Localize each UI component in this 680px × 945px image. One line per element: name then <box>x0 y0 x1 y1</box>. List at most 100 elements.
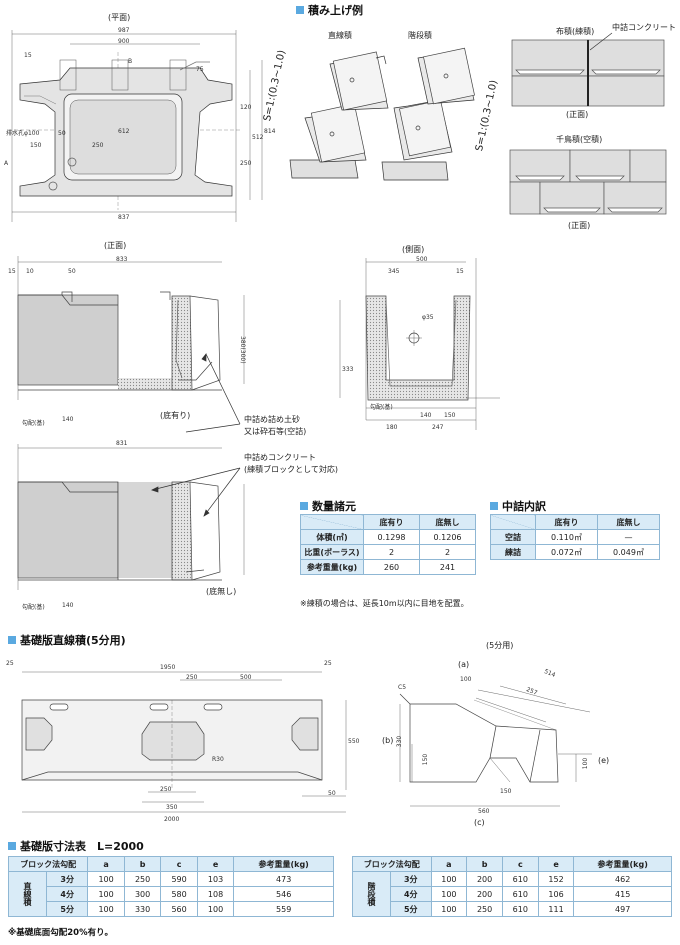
sec-dim-330: 330 <box>396 735 404 748</box>
plan-view <box>8 30 263 222</box>
sr-r2c4: 111 <box>537 901 575 917</box>
sl-h2: b <box>123 856 162 872</box>
base-dim-r30: R30 <box>212 756 224 763</box>
sr-r0c3: 610 <box>501 871 539 887</box>
stacking-section-title: 積み上げ例 <box>296 2 363 18</box>
qty-row-0-b: 0.1206 <box>419 529 476 545</box>
chidori-label: 千鳥積(空積) <box>556 135 603 144</box>
size-table-title: 基礎版寸法表 L=2000 <box>8 838 144 854</box>
plan-dim-987: 987 <box>118 27 130 34</box>
base-dim-500: 500 <box>240 674 252 681</box>
sl-r0c1: 100 <box>87 871 125 887</box>
sl-r0c3: 590 <box>160 871 198 887</box>
front-label-1: (正面) <box>566 110 589 119</box>
sec-letter-b: (b) <box>382 736 394 745</box>
plan-dim-15: 15 <box>24 52 32 59</box>
sr-r2c1: 100 <box>430 901 468 917</box>
sr-group: 階段積 <box>352 871 391 917</box>
base-dim-250: 250 <box>186 674 198 681</box>
sl-r1c5: 546 <box>233 886 334 902</box>
section-marker-icon <box>8 842 16 850</box>
fill-table: 底有り 底無し 空詰 0.110㎥ — 練詰 0.072㎥ 0.049㎥ <box>490 514 660 560</box>
nuno-label: 布積(練積) <box>556 27 595 36</box>
sec-letter-e: (e) <box>598 756 610 765</box>
fill-title-text: 中詰内訳 <box>502 500 546 513</box>
side-dim-150: 150 <box>444 412 456 419</box>
qty-row-2-label: 参考重量(kg) <box>300 559 364 575</box>
plan-drain-hole: 排水孔φ100 <box>6 130 40 137</box>
stacking-nuno <box>511 32 665 107</box>
fill-header-2: 底無し <box>597 514 660 530</box>
bottom-no-label: (底無し) <box>206 587 237 596</box>
qty-row-2-a: 260 <box>363 559 420 575</box>
sr-r0c1: 100 <box>430 871 468 887</box>
sr-r2c5: 497 <box>573 901 672 917</box>
sec-letter-a: (a) <box>458 660 470 669</box>
sl-r0c4: 103 <box>196 871 235 887</box>
qty-title-text: 数量諸元 <box>312 500 356 513</box>
sec-letter-c: (c) <box>474 818 485 827</box>
side-dim-500: 500 <box>416 256 428 263</box>
front-dim-15: 15 <box>8 268 16 275</box>
fill-table-title: 中詰内訳 <box>490 498 546 514</box>
side-dim-345: 345 <box>388 268 400 275</box>
qty-row-0-label: 体積(㎥) <box>300 529 364 545</box>
sr-r1c2: 200 <box>466 886 503 902</box>
section-marker-icon <box>300 502 308 510</box>
sr-h4: e <box>537 856 575 872</box>
section-marker-icon <box>490 502 498 510</box>
sr-r1c0: 4分 <box>390 886 432 902</box>
front-view-title: (正面) <box>104 241 127 250</box>
side-dim-247: 247 <box>432 424 444 431</box>
sr-r1c5: 415 <box>573 886 672 902</box>
qty-row-0-a: 0.1298 <box>363 529 420 545</box>
sr-h2: b <box>466 856 503 872</box>
stacking-title-text: 積み上げ例 <box>308 4 363 17</box>
sec-dim-100: 100 <box>460 676 472 683</box>
stacking-straight <box>289 51 389 179</box>
sl-r2c4: 100 <box>196 901 235 917</box>
front-label-2: (正面) <box>568 221 591 230</box>
base-dim-25: 25 <box>6 660 14 667</box>
sec-dim-150-bottom: 150 <box>500 788 512 795</box>
plan-dim-612: 612 <box>118 128 130 135</box>
front-view-with-bottom <box>17 256 245 400</box>
sl-r2c2: 330 <box>123 901 162 917</box>
sr-r0c0: 3分 <box>390 871 432 887</box>
sl-r0c2: 250 <box>123 871 162 887</box>
sr-r2c2: 250 <box>466 901 503 917</box>
front-view-no-bottom <box>17 444 245 590</box>
fill-row-1-label: 練詰 <box>490 544 536 560</box>
sec-dim-100-right: 100 <box>582 757 590 770</box>
plan-dim-50: 50 <box>58 130 66 137</box>
stepped-label: 階段積 <box>408 31 432 40</box>
front-dim-833: 833 <box>116 256 128 263</box>
plan-dim-900: 900 <box>118 38 130 45</box>
plan-dim-814: 814 <box>264 128 276 135</box>
sl-r0c0: 3分 <box>45 871 89 887</box>
plan-mark-a: A <box>4 160 9 167</box>
sr-h1: a <box>430 856 468 872</box>
qty-row-2-b: 241 <box>419 559 476 575</box>
sr-r1c4: 106 <box>537 886 575 902</box>
plan-title: (平面) <box>108 13 131 22</box>
front-dim-140b: 140 <box>62 602 74 609</box>
side-dim-hole: φ35 <box>422 314 434 321</box>
sr-r0c4: 152 <box>537 871 575 887</box>
sr-r1c3: 610 <box>501 886 539 902</box>
callout-arrows <box>151 353 241 517</box>
qty-header-1: 底有り <box>363 514 420 530</box>
front-dim-10: 10 <box>26 268 34 275</box>
size-table-stepped: ブロック法勾配 a b c e 参考重量(kg) 階段積 3分 100 200 … <box>352 856 672 917</box>
qty-row-1-label: 比重(ポーラス) <box>300 544 364 560</box>
qty-header-0 <box>300 514 364 530</box>
side-view <box>339 258 500 430</box>
sr-r0c5: 462 <box>573 871 672 887</box>
sl-group: 直線積 <box>8 871 47 917</box>
front-dim-831: 831 <box>116 440 128 447</box>
fill-row-1-b: 0.049㎥ <box>597 544 660 560</box>
fill-row-1-a: 0.072㎥ <box>535 544 598 560</box>
section-marker-icon <box>8 636 16 644</box>
plan-dim-150: 150 <box>30 142 42 149</box>
